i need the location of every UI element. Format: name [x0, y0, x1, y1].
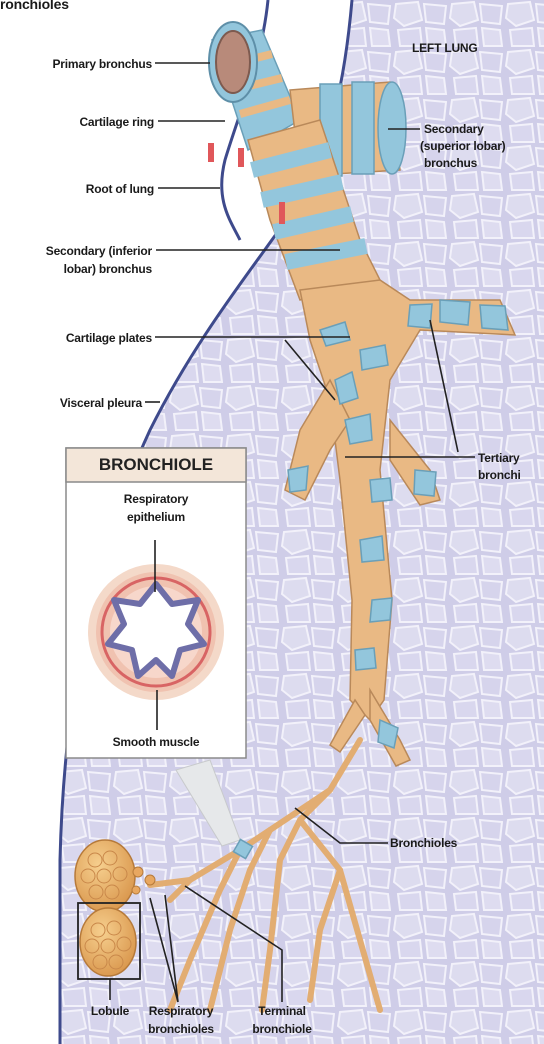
marker-1: [208, 143, 214, 162]
label-tertiary-2: bronchi: [478, 468, 521, 482]
label-root-of-lung: Root of lung: [0, 182, 154, 196]
label-secondary-superior-1: Secondary: [424, 122, 484, 136]
heading-fragment: ronchioles: [0, 0, 69, 11]
inset-title: BRONCHIOLE: [66, 448, 246, 482]
label-respiratory-bronchioles-1: Respiratory: [136, 1004, 226, 1018]
label-tertiary-1: Tertiary: [478, 451, 520, 465]
label-terminal-bronchiole-1: Terminal: [240, 1004, 324, 1018]
label-bronchioles: Bronchioles: [390, 836, 457, 850]
label-primary-bronchus: Primary bronchus: [0, 57, 152, 71]
label-respiratory-bronchioles-2: bronchioles: [136, 1022, 226, 1036]
label-respiratory-epithelium-2: epithelium: [96, 510, 216, 524]
marker-3: [279, 202, 285, 224]
label-secondary-inferior-2: lobar) bronchus: [0, 262, 152, 276]
label-visceral-pleura: Visceral pleura: [0, 396, 142, 410]
label-secondary-inferior-1: Secondary (inferior: [0, 244, 152, 258]
label-secondary-superior-3: bronchus: [424, 156, 477, 170]
label-terminal-bronchiole-2: bronchiole: [240, 1022, 324, 1036]
label-left-lung: LEFT LUNG: [412, 41, 478, 55]
marker-2: [238, 148, 244, 167]
label-cartilage-plates: Cartilage plates: [0, 331, 152, 345]
label-secondary-superior-2: (superior lobar): [420, 139, 505, 153]
label-respiratory-epithelium-1: Respiratory: [96, 492, 216, 506]
label-cartilage-ring: Cartilage ring: [0, 115, 154, 129]
label-smooth-muscle: Smooth muscle: [86, 735, 226, 749]
